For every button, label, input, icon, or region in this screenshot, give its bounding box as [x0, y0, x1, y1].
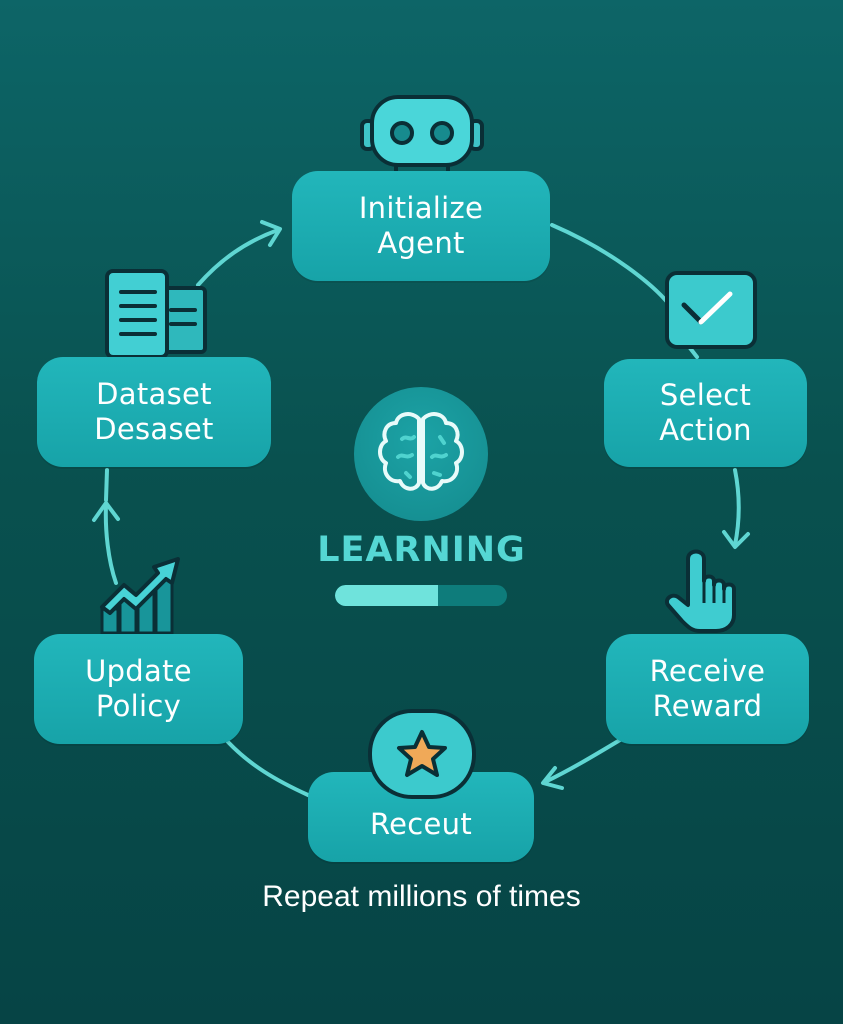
brain-icon [378, 412, 464, 491]
node-receive-reward-line-2: Reward [652, 689, 763, 723]
node-select-action-line-1: Select [659, 378, 752, 412]
pointer-hand-icon [665, 549, 736, 633]
arrowhead-dataset-icon [92, 501, 120, 522]
connector-receut-to-update [226, 740, 310, 797]
node-dataset-line-2: Desaset [94, 412, 214, 446]
node-receut-line-1: Receut [369, 806, 473, 841]
star-icon [368, 709, 476, 799]
robot-icon [360, 95, 484, 173]
connector-select-to-receive [733, 468, 741, 547]
repeat-caption: Repeat millions of times [262, 880, 581, 913]
checkbox-icon [665, 271, 757, 349]
learning-progress-fill [335, 585, 439, 606]
node-select-action[interactable]: Select Action [604, 359, 807, 467]
arrowhead-receive-icon [722, 530, 750, 549]
node-update-policy-line-1: Update [85, 654, 192, 688]
connector-receive-to-receut [543, 738, 622, 784]
node-receive-reward[interactable]: Receive Reward [606, 634, 809, 744]
node-dataset-line-1: Dataset [96, 377, 212, 411]
learning-badge [354, 387, 488, 521]
connector-update-to-dataset [103, 503, 118, 585]
connector-dataset-to-initialize [196, 228, 280, 287]
documents-icon [105, 269, 207, 359]
connector-initialize-to-select [550, 223, 674, 310]
node-initialize-agent-line-1: Initialize [358, 191, 484, 225]
node-initialize-agent-line-2: Agent [377, 226, 465, 260]
node-select-action-line-2: Action [659, 413, 752, 447]
node-update-policy-line-2: Policy [95, 689, 182, 723]
node-initialize-agent[interactable]: Initialize Agent [292, 171, 550, 281]
node-receive-reward-line-1: Receive [649, 654, 766, 688]
node-update-policy[interactable]: Update Policy [34, 634, 243, 744]
learning-progress-bar [335, 585, 507, 606]
node-dataset[interactable]: Dataset Desaset [37, 357, 271, 467]
arrowhead-initialize-icon [260, 220, 282, 247]
arrowhead-receut-icon [541, 766, 564, 790]
learning-title: LEARNING [317, 530, 526, 570]
growth-chart-icon [100, 557, 180, 635]
